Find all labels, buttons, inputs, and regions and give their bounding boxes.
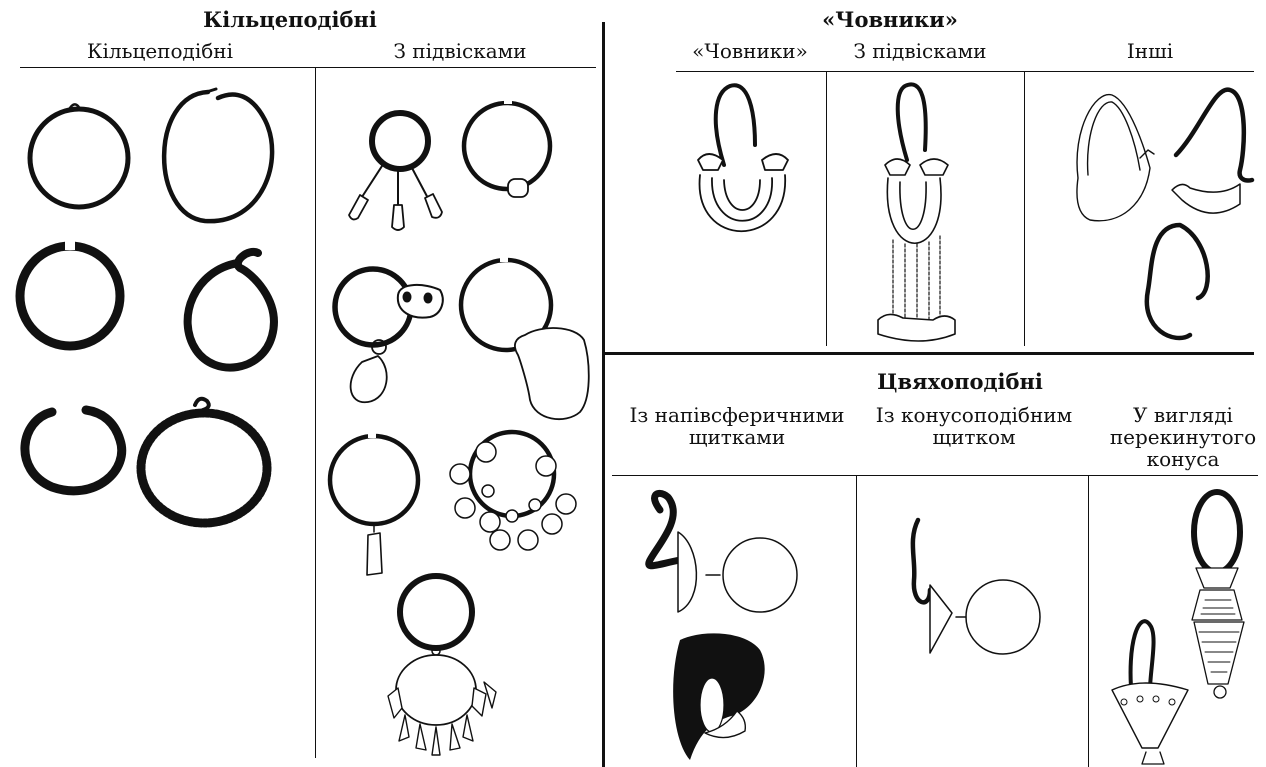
- thick-ring-earring: [20, 240, 120, 346]
- chovnyk-chains-earring: [878, 84, 955, 341]
- nail-hemispherical-earring-1: [649, 493, 797, 612]
- plain-ring-earring-2: [164, 89, 272, 221]
- looped-ring-earring: [188, 252, 274, 368]
- twisted-ring-earring: [141, 399, 267, 523]
- nail-inverted-cone-earring-1: [1192, 492, 1244, 698]
- ring-bead-earring: [464, 98, 550, 197]
- other-earring-outlined: [1077, 95, 1154, 221]
- ring-three-pendants-earring: [349, 113, 442, 230]
- ring-with-plate-earring: [335, 269, 443, 402]
- chovnyk-earring: [698, 85, 788, 231]
- nail-conical-earring: [913, 520, 1040, 654]
- ring-multi-disc-earring: [450, 432, 576, 550]
- ring-disc-leaf-pendants-earring: [388, 576, 496, 755]
- other-earring-drop: [1147, 225, 1208, 338]
- ring-with-large-plate-earring: [461, 256, 589, 419]
- plain-ring-earring-1: [30, 104, 128, 207]
- open-thick-ring-earring: [25, 410, 122, 491]
- nail-inverted-cone-earring-2: [1112, 621, 1188, 764]
- ring-crystal-pendant-earring: [330, 432, 418, 575]
- other-earring-bird: [1172, 90, 1252, 213]
- nail-hemispherical-earring-2: [673, 633, 765, 760]
